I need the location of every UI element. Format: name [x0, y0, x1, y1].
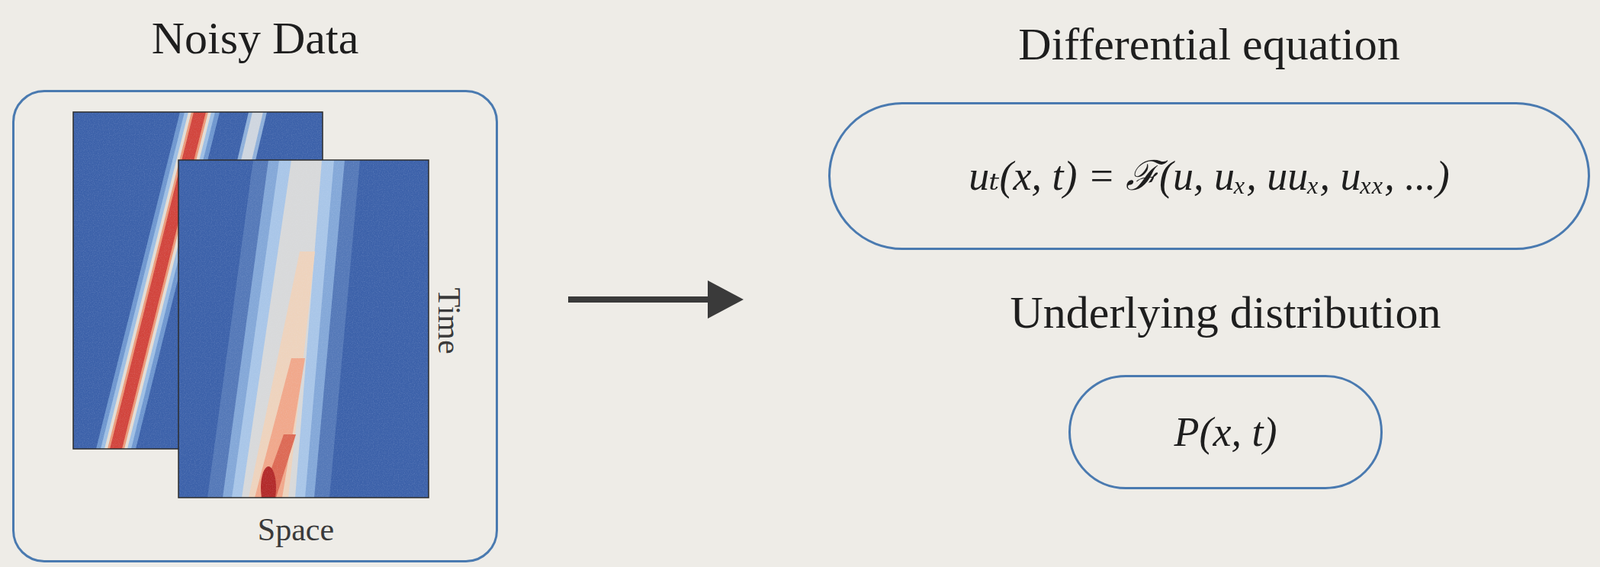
equation-box: Differential equationuₜ(x, t) = ℱ(u, uₓ,…: [828, 102, 1591, 251]
heatmap-front: [178, 160, 429, 498]
formula: uₜ(x, t) = ℱ(u, uₓ, uuₓ, uₓₓ, ...): [968, 151, 1450, 202]
heading: Differential equation: [1018, 18, 1400, 71]
axis-label: Space: [257, 512, 335, 548]
arrow: [568, 280, 744, 319]
formula: P(x, t): [1174, 408, 1278, 458]
distribution-box: Underlying distributionP(x, t): [1068, 375, 1383, 490]
heading: Noisy Data: [151, 12, 360, 65]
axis-label: Time: [431, 287, 467, 354]
data-panel: Noisy Data: [12, 89, 498, 563]
heading: Underlying distribution: [1010, 286, 1442, 340]
